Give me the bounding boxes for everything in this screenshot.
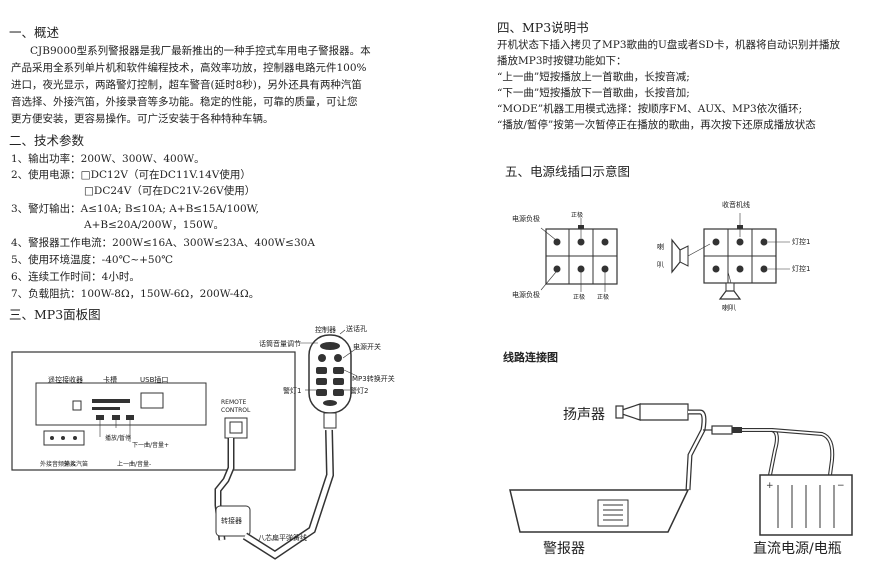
light-control-2: 灯控1	[792, 265, 811, 273]
plug-pos-bottom: 正极	[573, 294, 586, 301]
section3-title: 三、MP3面板图	[9, 307, 101, 322]
overview-line: 产品采用全系列单片机和软件编程技术，高效率功放，控制器电路元件100%	[11, 62, 367, 74]
section5-title: 五、电源线插口示意图	[505, 164, 631, 179]
mp3-line: 播放MP3时按键功能如下：	[497, 55, 627, 67]
button-2	[112, 415, 120, 420]
next-vol-label: 下一曲/音量+	[132, 442, 170, 449]
converter-label: 转接器	[221, 517, 242, 525]
mp3-line: “上一曲”短按播放上一首歌曲，长按音减;	[497, 71, 690, 83]
alarm-label: 警报器	[543, 541, 585, 557]
mp3-line: “MODE”机器工用模式选择：按顺序FM、AUX、MP3依次循环;	[497, 103, 803, 115]
plug-pos-bottom: 正极	[597, 294, 610, 301]
overview-line: 更方便安装，更容易操作。可广泛安装于各种特种车辆。	[11, 113, 274, 125]
speaker-side-label: 叭	[657, 261, 664, 269]
remote-receiver-window	[72, 400, 82, 411]
power-switch-label: 电源开关	[353, 343, 381, 351]
param-line: A+B≤20A/200W，150W。	[84, 219, 225, 231]
light2-label: 警灯2	[350, 387, 369, 395]
mp3-line: “播放/暂停”按第一次暂停正在播放的歌曲，再次按下还原成播放状态	[497, 119, 816, 131]
param-line: 6、连续工作时间：4小时。	[11, 271, 140, 283]
light-control-1: 灯控1	[792, 238, 811, 246]
bottom-label: 外接汽笛	[64, 461, 89, 468]
mic-volume-label: 话筒音量调节	[259, 340, 301, 348]
param-line: 2、使用电源：□DC12V（可在DC11V.14V使用）	[11, 169, 251, 181]
card-slot-2	[92, 407, 120, 410]
usb-port-label: USB插口	[140, 376, 169, 384]
plug-neg-bottom: 电源负极	[512, 291, 540, 299]
front-face	[35, 382, 207, 426]
plug-pos-top: 正极	[571, 212, 584, 219]
plug-neg-top: 电源负极	[512, 215, 540, 223]
converter-box	[215, 505, 251, 537]
battery-label: 直流电源/电瓶	[753, 541, 842, 557]
radio-line-label: 收音机线	[722, 201, 750, 209]
remote-control-label: CONTROL	[221, 407, 251, 414]
param-line: □DC24V（可在DC21V-26V使用）	[84, 185, 256, 197]
overview-line: 进口，夜光显示，两路警灯控制，超车警音(延时8秒)，另外还具有两种汽笛	[11, 79, 362, 91]
speaker-label: 扬声器	[563, 407, 605, 423]
mp3-line: 开机状态下插入拷贝了MP3歌曲的U盘或者SD卡，机器将自动识别并播放	[497, 39, 840, 51]
param-line: 7、负载阻抗：100W-8Ω，150W-6Ω，200W-4Ω。	[11, 288, 260, 300]
svg-text:+: +	[766, 481, 774, 491]
speaker-bottom-label: 喇叭	[722, 304, 736, 312]
section4-title: 四、MP3说明书	[497, 20, 589, 35]
button-3	[126, 415, 134, 420]
overview-line: CJB9000型系列警报器是我厂最新推出的一种手控式车用电子警报器。本	[30, 45, 371, 57]
speaker-side-label: 喇	[657, 243, 664, 251]
remote-control-label: REMOTE	[221, 399, 247, 406]
wiring-title: 线路连接图	[503, 351, 558, 364]
section1-title: 一、概述	[9, 25, 60, 40]
svg-text:−: −	[837, 481, 845, 491]
usb-port	[140, 392, 164, 409]
bottom-label: 上一曲/音量-	[117, 461, 152, 468]
button-1	[96, 415, 104, 420]
controller-label: 控制器	[315, 326, 336, 334]
remote-receiver-label: 遥控接收器	[48, 376, 83, 384]
param-line: 5、使用环境温度：-40℃~+50℃	[11, 254, 174, 266]
mp3-switch-label: MP3转换开关	[352, 375, 395, 383]
card-slot	[92, 399, 130, 403]
section2-title: 二、技术参数	[9, 133, 85, 148]
flat-cable-label: 八芯扁平弹簧线	[258, 534, 307, 542]
param-line: 1、输出功率：200W、300W、400W。	[11, 153, 205, 165]
mic-hole-label: 送话孔	[346, 325, 367, 333]
param-line: 4、警报器工作电流：200W≤16A、300W≤23A、400W≤30A	[11, 237, 315, 249]
bottom-label: 外接音频输入	[40, 461, 77, 468]
overview-line: 音选择、外接汽笛，外接录音等多功能。稳定的性能，可靠的质量，可让您	[11, 96, 358, 108]
card-slot-label: 卡槽	[103, 376, 117, 384]
mp3-line: “下一曲”短按播放下一首歌曲，长按音加;	[497, 87, 690, 99]
light1-label: 警灯1	[283, 387, 302, 395]
param-line: 3、警灯输出：A≤10A; B≤10A; A+B≤15A/100W,	[11, 203, 259, 215]
play-pause-label: 播放/暂停	[105, 435, 132, 442]
